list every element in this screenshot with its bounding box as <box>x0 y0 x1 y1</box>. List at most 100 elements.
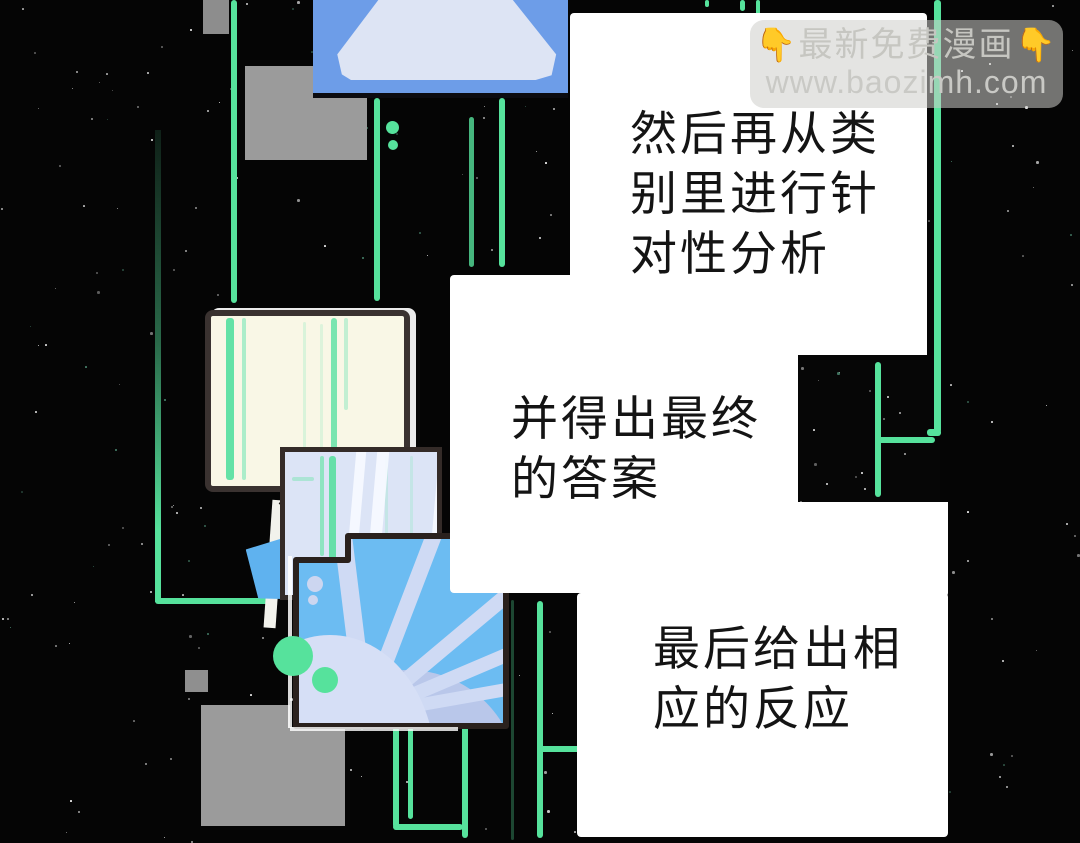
star-speck <box>297 1 300 4</box>
star-speck <box>189 635 192 638</box>
star-speck <box>141 543 144 546</box>
star-speck <box>539 237 542 240</box>
star-speck <box>949 791 951 793</box>
green-stroke <box>331 318 337 480</box>
star-speck <box>362 257 365 260</box>
star-speck <box>74 602 76 604</box>
text-line: 最后给出相 <box>653 622 903 675</box>
star-speck <box>198 647 200 649</box>
star-speck <box>164 837 166 839</box>
star-speck <box>137 106 140 109</box>
star-speck <box>361 776 363 778</box>
star-speck <box>999 776 1001 778</box>
green-dot <box>388 140 398 150</box>
star-speck <box>21 491 23 493</box>
green-stroke <box>329 456 336 590</box>
green-stroke <box>303 322 306 472</box>
star-speck <box>106 73 108 75</box>
star-speck <box>826 483 829 486</box>
star-speck <box>91 118 94 121</box>
speech-bubble-3-text: 最后给出相 应的反应 <box>653 619 903 739</box>
star-speck <box>31 594 34 597</box>
star-speck <box>217 294 219 296</box>
star-speck <box>112 90 114 92</box>
star-speck <box>122 269 125 272</box>
green-line <box>875 362 881 497</box>
star-speck <box>427 255 429 257</box>
star-speck <box>1011 755 1013 757</box>
star-speck <box>34 52 36 54</box>
star-speck <box>1033 187 1035 189</box>
star-speck <box>1022 255 1024 257</box>
star-speck <box>839 372 841 374</box>
down-hand-icon: 👇 <box>755 26 799 63</box>
star-speck <box>145 763 148 766</box>
sun-dome <box>296 635 435 726</box>
star-speck <box>864 488 866 490</box>
green-line <box>511 600 514 840</box>
star-speck <box>188 698 191 701</box>
star-speck <box>952 571 955 574</box>
star-speck <box>545 162 547 164</box>
green-line <box>155 598 273 604</box>
green-line <box>875 437 935 443</box>
watermark-url: www.baozimh.com <box>765 64 1048 100</box>
star-speck <box>200 507 202 509</box>
text-line: 对性分析 <box>630 227 830 280</box>
star-speck <box>990 753 993 756</box>
star-speck <box>7 618 9 620</box>
star-speck <box>30 326 31 327</box>
text-line: 并得出最终 <box>511 392 761 445</box>
star-speck <box>967 511 969 513</box>
green-tick <box>705 0 709 7</box>
star-speck <box>311 51 313 53</box>
star-speck <box>1066 523 1068 525</box>
cloud-shape <box>337 0 557 80</box>
star-speck <box>83 205 85 207</box>
watermark-title: 最新免费漫画 <box>798 26 1015 64</box>
speech-bubble-2-extension <box>798 502 948 597</box>
starfield <box>798 355 940 503</box>
star-speck <box>55 288 57 290</box>
green-stroke <box>226 318 234 480</box>
star-speck <box>117 208 119 210</box>
star-speck <box>66 832 68 834</box>
star-speck <box>119 384 121 386</box>
star-speck <box>519 675 521 677</box>
watermark-title-line: 👇最新免费漫画👇 <box>750 26 1063 64</box>
star-speck <box>869 390 871 392</box>
green-line <box>499 98 505 267</box>
star-speck <box>801 367 804 370</box>
star-speck <box>861 472 863 474</box>
star-speck <box>99 82 101 84</box>
green-paint-dot <box>273 636 313 676</box>
star-speck <box>967 560 969 562</box>
star-speck <box>55 645 57 647</box>
star-speck <box>552 713 554 715</box>
green-stroke <box>320 456 324 556</box>
star-speck <box>38 345 40 347</box>
green-line <box>155 130 161 602</box>
star-speck <box>462 174 464 176</box>
star-speck <box>549 631 551 633</box>
speech-bubble-1-text: 然后再从类 别里进行针 对性分析 <box>630 104 880 284</box>
star-speck <box>928 220 930 222</box>
star-speck <box>483 117 486 120</box>
star-speck <box>78 811 80 813</box>
star-speck <box>1036 161 1039 164</box>
star-speck <box>419 232 422 235</box>
star-speck <box>59 165 61 167</box>
star-speck <box>188 560 190 562</box>
star-speck <box>1003 764 1005 766</box>
star-speck <box>219 102 221 104</box>
star-speck <box>544 771 547 774</box>
star-speck <box>1077 554 1080 557</box>
green-line <box>408 727 413 819</box>
gray-block <box>203 0 229 34</box>
star-speck <box>1071 284 1073 286</box>
text-line: 然后再从类 <box>630 107 880 160</box>
star-speck <box>485 828 487 830</box>
green-line <box>934 0 941 433</box>
green-line <box>231 0 237 303</box>
